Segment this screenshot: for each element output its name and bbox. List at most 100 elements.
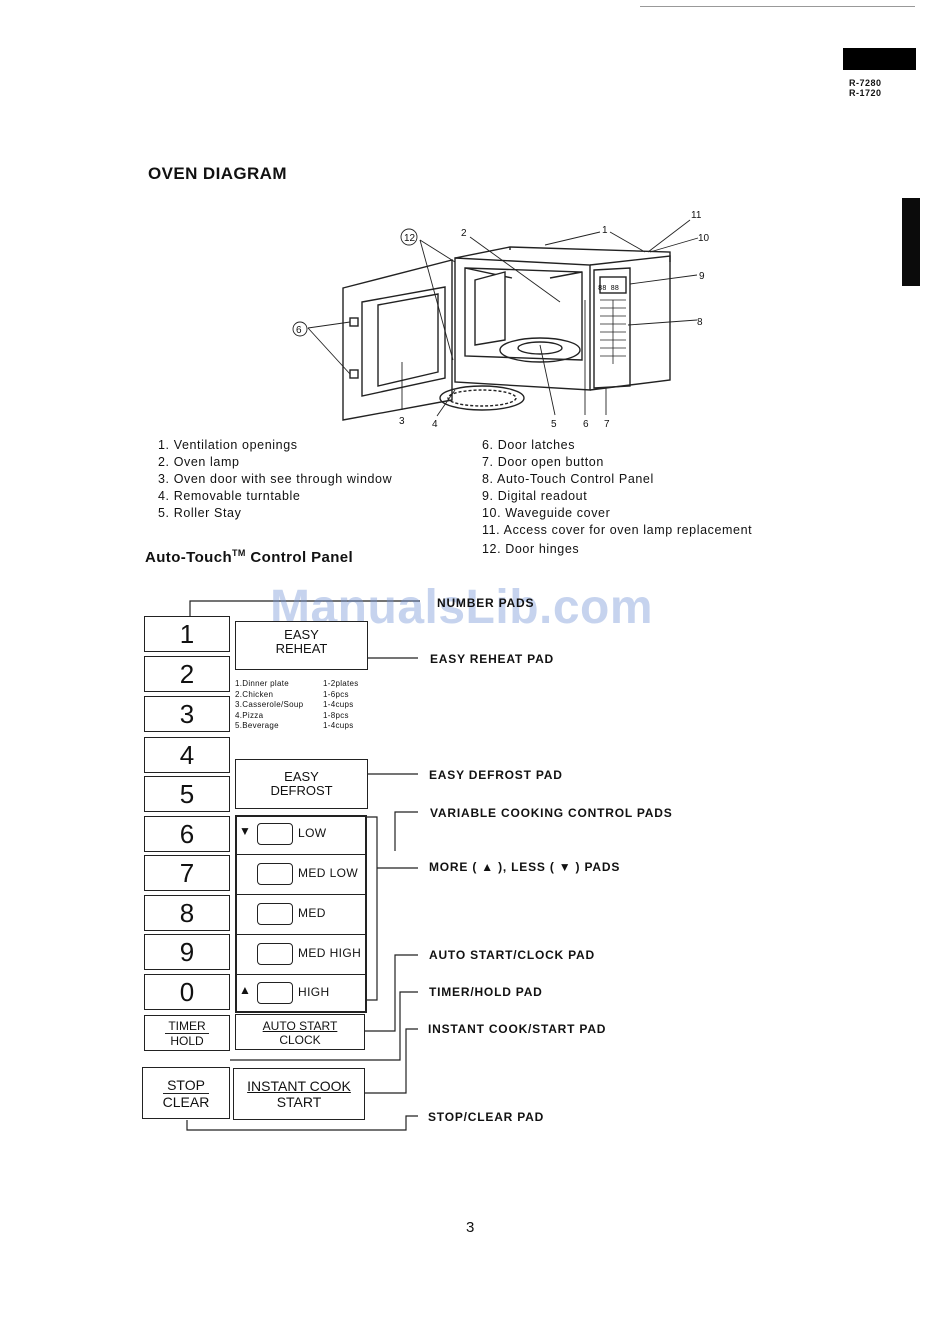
section-marker	[843, 48, 916, 70]
variable-level-med-low[interactable]: MED LOW	[235, 855, 365, 895]
legend-item: 6. Door latches	[482, 438, 576, 452]
number-pad-0[interactable]: 0	[144, 974, 230, 1010]
easy-defrost-line2: DEFROST	[270, 783, 333, 798]
timer-hold-pad[interactable]: TIMER HOLD	[144, 1015, 230, 1051]
number-pad-4[interactable]: 4	[144, 737, 230, 773]
callout-12: 12	[404, 233, 416, 244]
callout-6: 6	[296, 325, 302, 336]
page-number: 3	[466, 1219, 475, 1236]
legend-item: 9. Digital readout	[482, 489, 588, 503]
variable-level-high[interactable]: ▲ HIGH	[235, 974, 365, 1014]
timer-hold-line2: HOLD	[170, 1034, 204, 1048]
legend-item: 5. Roller Stay	[158, 506, 242, 520]
model-numbers: R-7280 R-1720	[849, 78, 882, 98]
pad-indicator	[257, 943, 293, 965]
legend-item: 2. Oven lamp	[158, 455, 240, 469]
legend-item: 10. Waveguide cover	[482, 506, 611, 520]
instant-cook-start-pad[interactable]: INSTANT COOK START	[233, 1068, 365, 1120]
callout-11: 11	[691, 210, 702, 221]
label-easy-defrost: EASY DEFROST PAD	[429, 768, 563, 782]
level-label: LOW	[298, 826, 327, 840]
label-variable-cooking: VARIABLE COOKING CONTROL PADS	[430, 806, 673, 820]
digital-readout-text: 88 88	[598, 285, 619, 293]
stop-clear-line1: STOP	[163, 1077, 209, 1094]
callout-10: 10	[698, 233, 710, 244]
easy-defrost-pad[interactable]: EASY DEFROST	[235, 759, 368, 809]
control-panel-title: Auto-TouchTM Control Panel	[145, 548, 353, 566]
less-arrow[interactable]: ▼	[239, 824, 251, 838]
number-pad-5[interactable]: 5	[144, 776, 230, 812]
label-more-less: MORE ( ▲ ), LESS ( ▼ ) PADS	[429, 860, 621, 874]
page-edge-tab	[902, 198, 920, 286]
easy-reheat-pad[interactable]: EASY REHEAT	[235, 621, 368, 670]
legend-item: 8. Auto-Touch Control Panel	[482, 472, 654, 486]
callout-5: 5	[551, 419, 557, 430]
stop-clear-pad[interactable]: STOP CLEAR	[142, 1067, 230, 1119]
label-stop-clear: STOP/CLEAR PAD	[428, 1110, 545, 1124]
label-instant-cook-start: INSTANT COOK/START PAD	[428, 1022, 607, 1036]
level-label: HIGH	[298, 985, 330, 999]
auto-start-line2: CLOCK	[279, 1033, 321, 1047]
legend-item: 3. Oven door with see through window	[158, 472, 393, 486]
callout-8: 8	[697, 317, 703, 328]
number-pad-1[interactable]: 1	[144, 616, 230, 652]
control-panel-title-main: Auto-Touch	[145, 549, 233, 566]
variable-cooking-group	[235, 815, 367, 1013]
number-pad-2[interactable]: 2	[144, 656, 230, 692]
variable-level-med-high[interactable]: MED HIGH	[235, 935, 365, 975]
oven-illustration: 88 88 1 2 3 4 5 6 7 8 9 10 11 12 6	[292, 210, 710, 430]
legend-item: 1. Ventilation openings	[158, 438, 298, 452]
timer-hold-line1: TIMER	[165, 1019, 209, 1034]
callout-9: 9	[699, 271, 705, 282]
stop-clear-line2: CLEAR	[162, 1094, 210, 1110]
legend-right: 6. Door latches 7. Door open button 8. A…	[482, 437, 752, 558]
legend-left: 1. Ventilation openings 2. Oven lamp 3. …	[158, 437, 392, 522]
instant-cook-line2: START	[276, 1094, 322, 1110]
level-label: MED HIGH	[298, 946, 362, 960]
callout-1: 1	[602, 225, 608, 236]
callout-4: 4	[432, 419, 438, 430]
trademark: TM	[232, 548, 246, 558]
number-pad-7[interactable]: 7	[144, 855, 230, 891]
model-line-1: R-7280	[849, 78, 882, 88]
legend-item: 12. Door hinges	[482, 542, 580, 556]
level-label: MED LOW	[298, 866, 359, 880]
number-pad-9[interactable]: 9	[144, 934, 230, 970]
auto-start-line1: AUTO START	[262, 1019, 338, 1033]
easy-defrost-line1: EASY	[284, 769, 319, 784]
model-line-2: R-1720	[849, 88, 882, 98]
easy-reheat-line1: EASY	[284, 627, 319, 642]
number-pad-3[interactable]: 3	[144, 696, 230, 732]
pad-indicator	[257, 863, 293, 885]
number-pad-6[interactable]: 6	[144, 816, 230, 852]
legend-item: 7. Door open button	[482, 455, 604, 469]
pad-indicator	[257, 982, 293, 1004]
top-rule	[640, 6, 915, 7]
oven-diagram-title: OVEN DIAGRAM	[148, 164, 287, 183]
label-number-pads: NUMBER PADS	[437, 596, 535, 610]
variable-level-med[interactable]: MED	[235, 895, 365, 935]
callout-7: 7	[604, 419, 610, 430]
instant-cook-line1: INSTANT COOK	[247, 1078, 351, 1094]
callout-3: 3	[399, 416, 405, 427]
pad-indicator	[257, 903, 293, 925]
callout-6b: 6	[583, 419, 589, 430]
easy-reheat-line2: REHEAT	[275, 641, 328, 656]
label-easy-reheat: EASY REHEAT PAD	[430, 652, 555, 666]
variable-level-low[interactable]: ▼ LOW	[235, 815, 365, 855]
auto-start-clock-pad[interactable]: AUTO START CLOCK	[235, 1014, 365, 1050]
label-auto-start-clock: AUTO START/CLOCK PAD	[429, 948, 595, 962]
number-pad-8[interactable]: 8	[144, 895, 230, 931]
legend-item: 4. Removable turntable	[158, 489, 301, 503]
more-arrow[interactable]: ▲	[239, 983, 251, 997]
label-timer-hold: TIMER/HOLD PAD	[429, 985, 543, 999]
callout-2: 2	[461, 228, 467, 239]
pad-indicator	[257, 823, 293, 845]
